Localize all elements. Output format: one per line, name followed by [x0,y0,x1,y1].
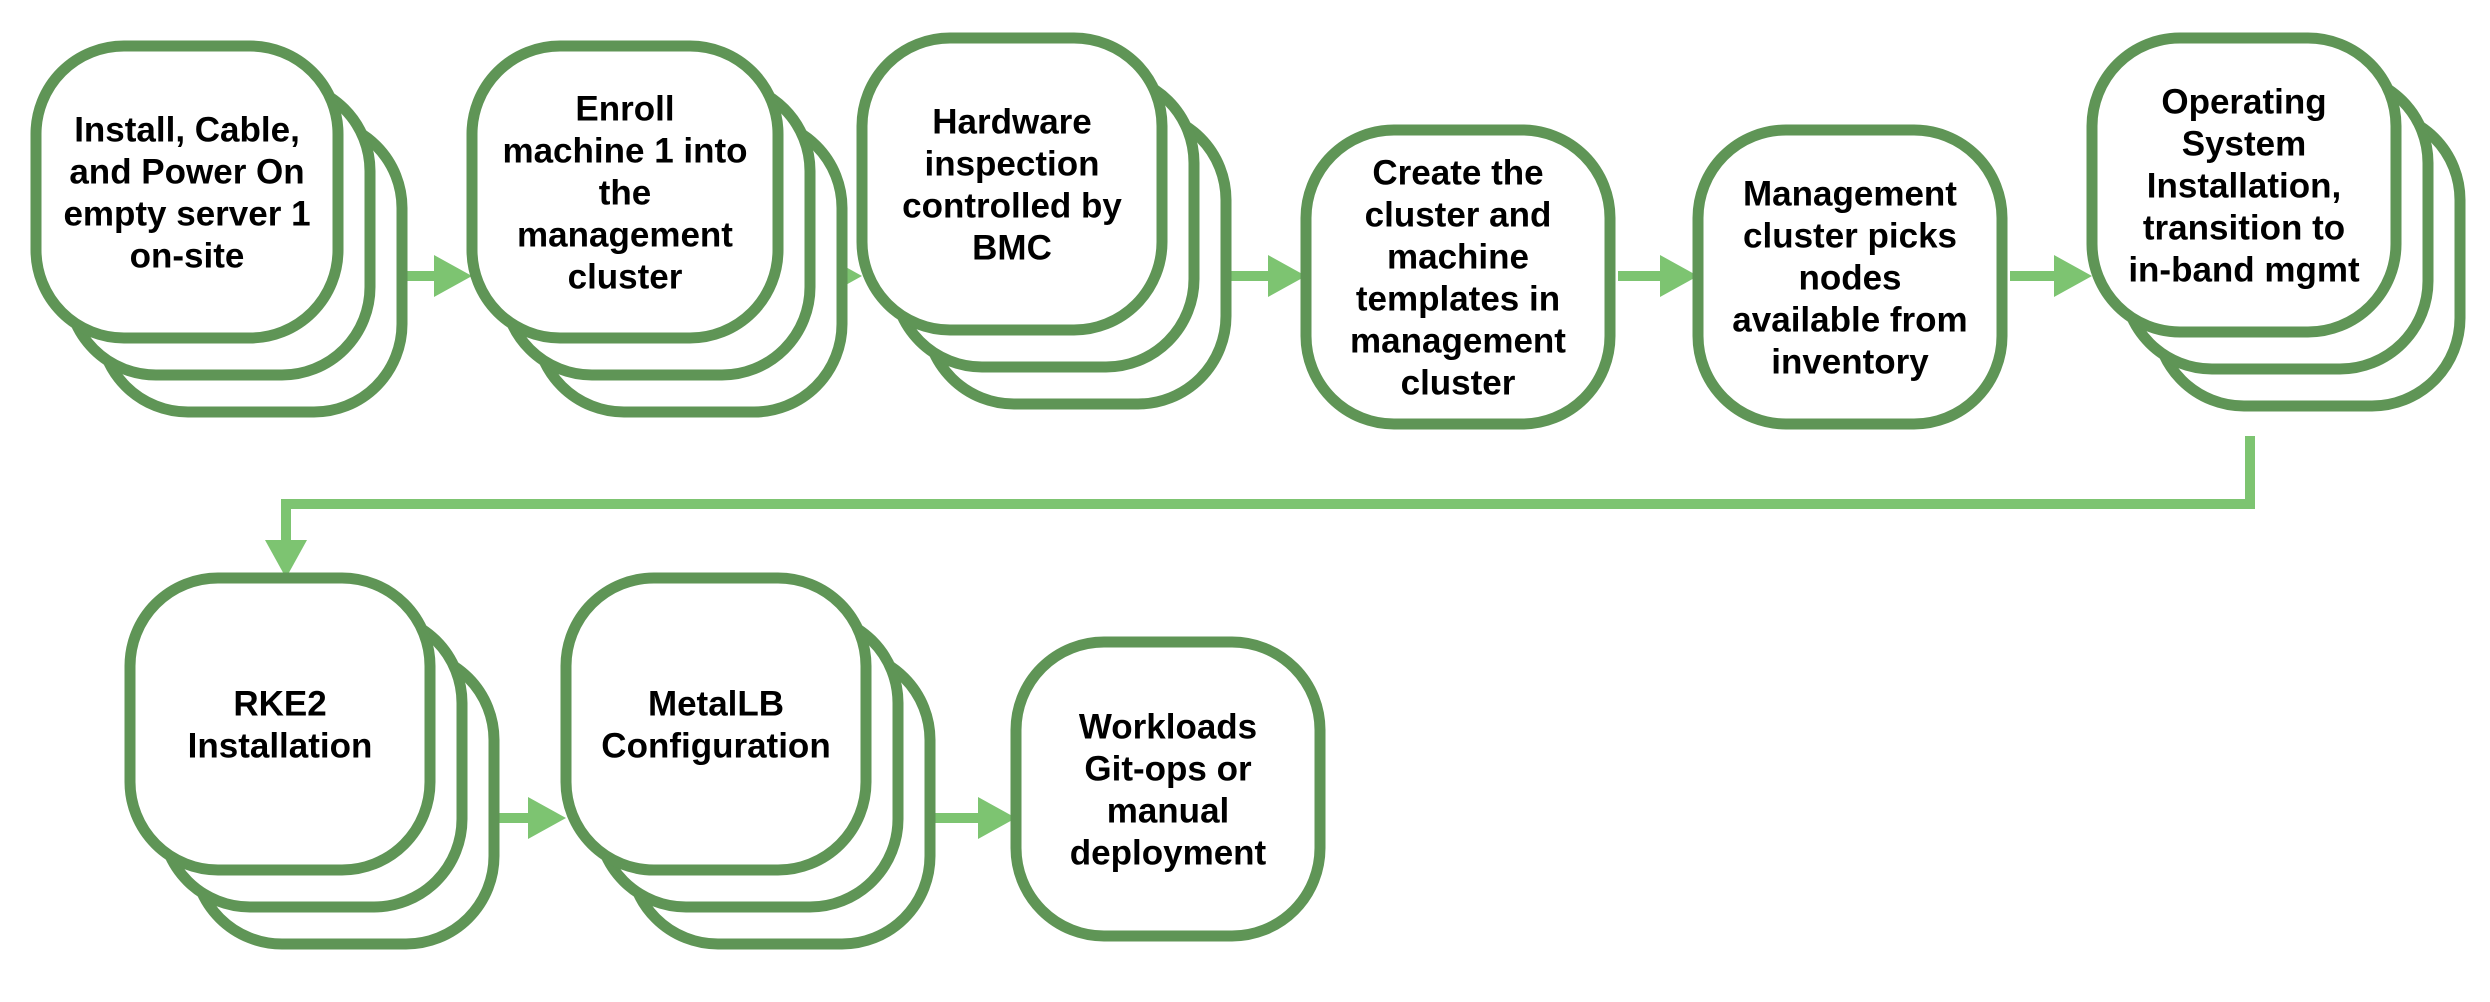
flow-arrow-os-install-to-rke2 [265,436,2255,578]
step-box [560,572,872,876]
step-label-line: Enroll [575,90,674,129]
step-label-line: Configuration [601,727,830,766]
step-label-line: transition to [2143,209,2345,248]
step-label-line: Git-ops or [1084,750,1252,789]
flow-arrow-inspection-to-templates [1226,255,1306,297]
step-label-line: deployment [1070,834,1267,873]
step-label-line: Installation [188,727,373,766]
step-label-line: templates in [1356,280,1560,319]
step-label-line: machine 1 into [502,132,747,171]
step-label-line: Installation, [2147,167,2341,206]
flow-arrow-rke2-to-metallb [494,797,566,839]
step-box [124,572,436,876]
step-box [856,32,1168,336]
step-label-line: management [1350,322,1566,361]
step-label-line: on-site [130,237,245,276]
step-label-line: inspection [924,145,1099,184]
step-label-line: System [2182,125,2307,164]
step-label-line: machine [1387,238,1529,277]
arrow-head [528,797,566,839]
flow-arrow-metallb-to-workloads [930,797,1016,839]
flow-arrow-templates-to-pick-nodes [1618,255,1698,297]
step-label-line: manual [1107,792,1230,831]
step-box [1010,636,1326,942]
step-label-line: available from [1732,301,1967,340]
arrow-head [1268,255,1306,297]
step-label-line: inventory [1771,343,1929,382]
step-label-line: the [599,174,652,213]
step-label-line: cluster picks [1743,217,1957,256]
step-label-line: BMC [972,229,1052,268]
step-label-line: nodes [1798,259,1901,298]
step-label-line: empty server 1 [63,195,310,234]
flow-arrow-pick-nodes-to-os-install [2010,255,2092,297]
step-box [1692,124,2008,430]
step-box [466,40,784,344]
step-label-line: cluster [568,258,683,297]
arrow-head [1660,255,1698,297]
step-label-line: Management [1743,175,1957,214]
arrow-line [281,436,2255,546]
step-label-line: cluster and [1365,196,1552,235]
connector-layer [265,255,2255,839]
step-label-line: in-band mgmt [2128,251,2360,290]
step-label-line: management [517,216,733,255]
step-box [30,40,344,344]
step-label-line: RKE2 [233,685,326,724]
step-label-line: controlled by [902,187,1122,226]
step-label-line: MetalLB [648,685,784,724]
step-label-line: Hardware [932,103,1092,142]
arrow-head [434,255,472,297]
step-label-line: and Power On [69,153,304,192]
arrow-head [2054,255,2092,297]
step-label-line: Install, Cable, [74,111,300,150]
step-box [1300,124,1616,430]
arrow-head [978,797,1016,839]
step-box [2086,32,2402,338]
step-label-line: Operating [2161,83,2326,122]
step-label-line: Workloads [1079,708,1257,747]
step-label-line: Create the [1372,154,1543,193]
step-label-line: cluster [1401,364,1516,403]
arrow-head [265,540,307,578]
